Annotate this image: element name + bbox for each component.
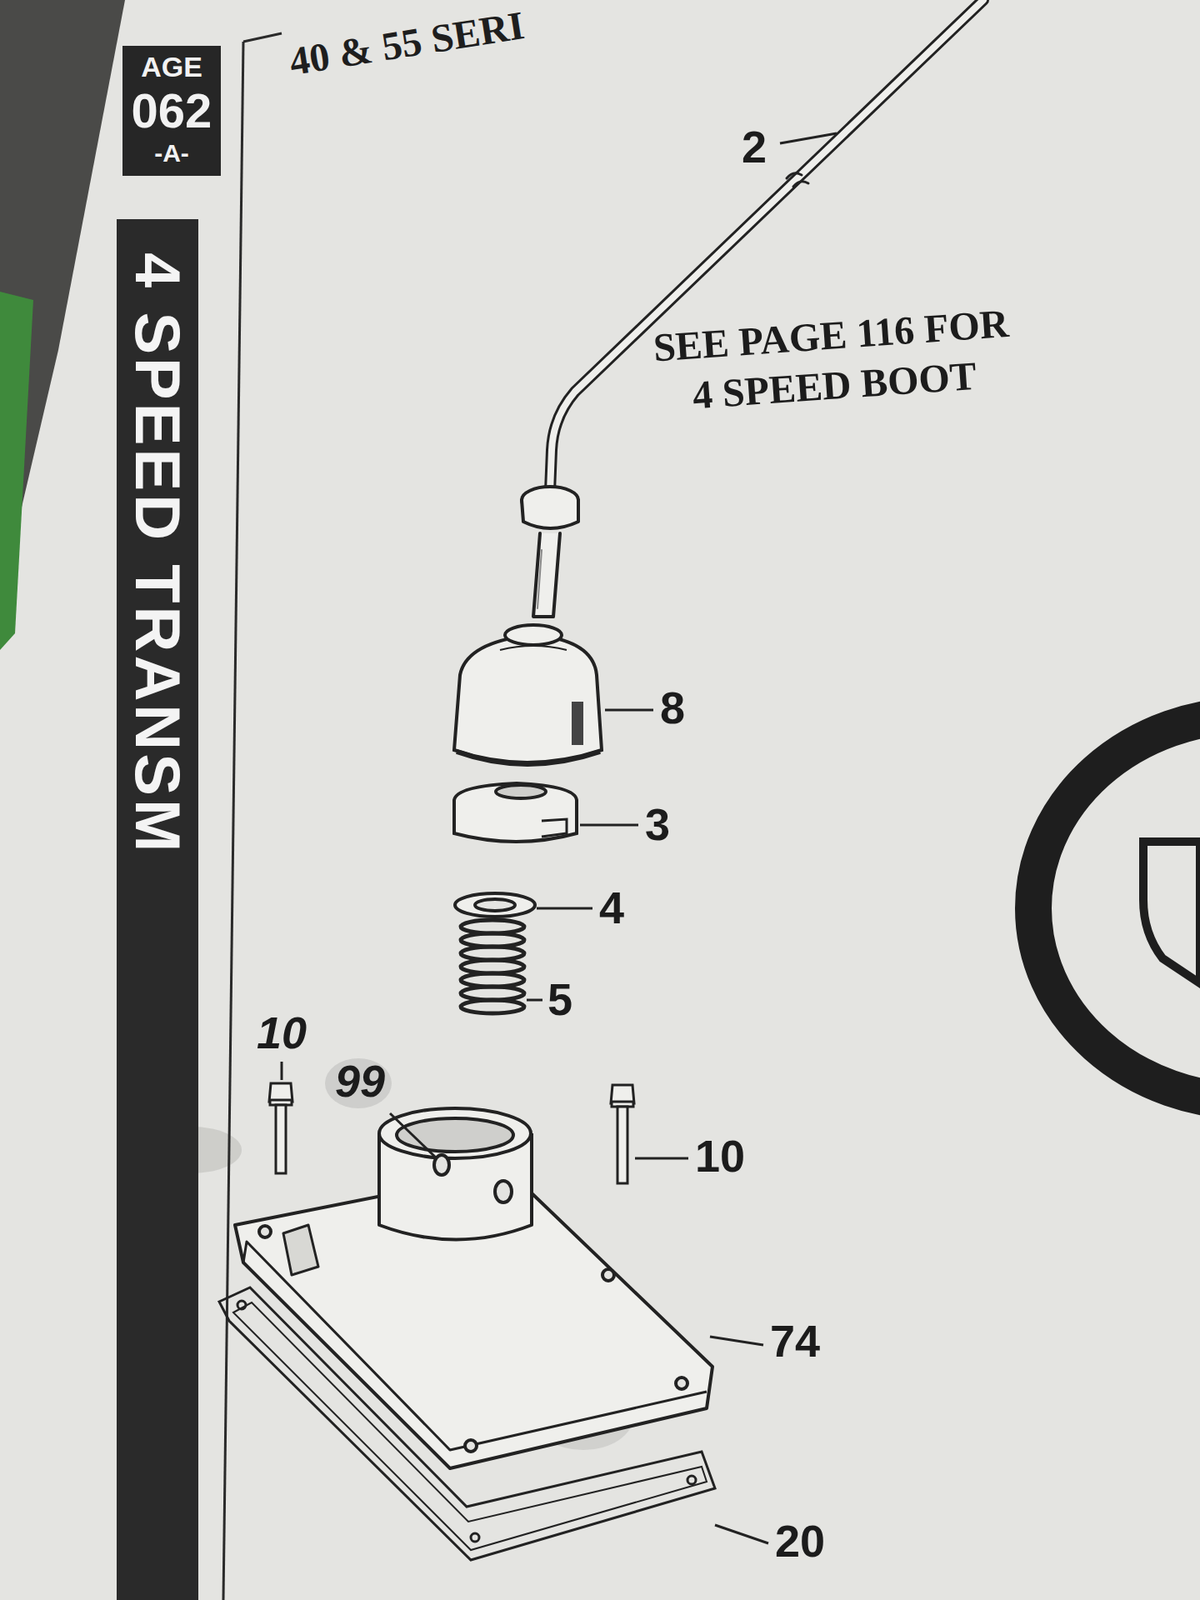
cap-3 [454,783,577,842]
callout-number: 2 [741,120,767,173]
page-tab: AGE062-A- [122,45,221,176]
washer-4 [455,893,535,917]
series-title: 40 & 55 SERI [286,3,528,85]
spring-5 [460,920,525,1014]
logo-mark [1033,715,1200,1102]
callout-number: 20 [775,1515,825,1567]
shift-knob-8 [454,625,602,765]
reference-note: SEE PAGE 116 FOR 4 SPEED BOOT [648,298,1017,424]
callout-number: 4 [599,881,625,934]
page-tab-text: -A- [125,139,218,169]
gasket-20 [219,1287,715,1560]
page-number: 062 [125,83,218,140]
callout-number: 10 [695,1130,745,1182]
shifter-cover-74 [235,1108,713,1469]
callout-number: 8 [660,681,685,734]
callout-number: 10 [256,1006,307,1059]
page-tab-text: AGE [125,50,218,84]
callout-number: 99 [335,1055,385,1107]
callout-number: 5 [547,973,573,1025]
callout-number: 74 [770,1315,820,1367]
section-band: 4 SPEED TRANSM [116,219,199,1600]
callout-number: 3 [645,798,670,850]
band-text: 4 SPEED TRANSM [125,252,190,855]
